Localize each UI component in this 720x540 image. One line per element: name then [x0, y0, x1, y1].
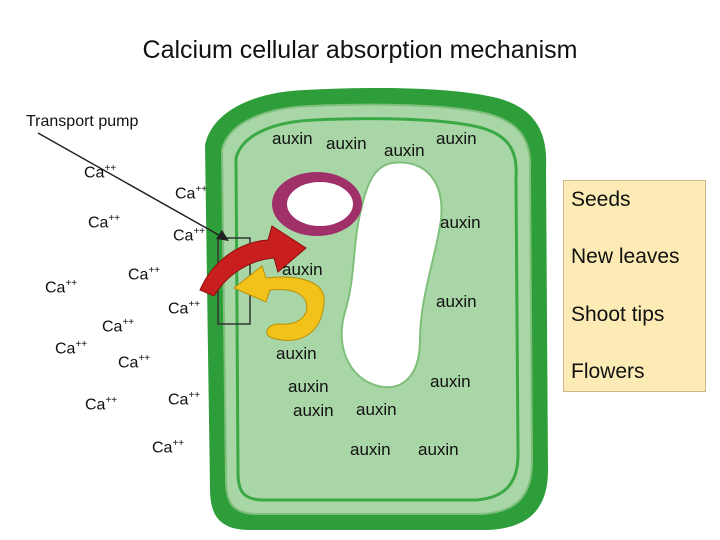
- page-title: Calcium cellular absorption mechanism: [142, 36, 578, 64]
- auxin-label: auxin: [384, 141, 425, 160]
- legend-item-flowers: Flowers: [571, 360, 645, 383]
- auxin-label: auxin: [326, 134, 367, 153]
- nucleolus: [287, 182, 353, 226]
- calcium-ion: Ca++: [84, 163, 117, 182]
- calcium-ion: Ca++: [118, 353, 151, 372]
- pump-pointer-line: [37, 132, 225, 239]
- auxin-label: auxin: [293, 401, 334, 420]
- auxin-label: auxin: [356, 400, 397, 419]
- auxin-label: auxin: [430, 372, 471, 391]
- calcium-ion: Ca++: [168, 390, 201, 409]
- red-curved-arrow-icon: [199, 225, 307, 297]
- auxin-label: auxin: [282, 260, 323, 279]
- auxin-label: auxin: [436, 292, 477, 311]
- legend-box: [563, 180, 706, 392]
- calcium-ion: Ca++: [85, 395, 118, 414]
- transport-pump-label: Transport pump: [26, 113, 139, 130]
- legend-item-shoot-tips: Shoot tips: [571, 303, 665, 326]
- auxin-label: auxin: [272, 129, 313, 148]
- calcium-ion: Ca++: [168, 299, 201, 318]
- calcium-ion: Ca++: [152, 438, 185, 457]
- calcium-ion: Ca++: [102, 317, 135, 336]
- calcium-ion: Ca++: [173, 226, 206, 245]
- legend-item-new-leaves: New leaves: [571, 245, 680, 268]
- calcium-ion: Ca++: [175, 184, 208, 203]
- calcium-ion: Ca++: [55, 339, 88, 358]
- vacuole: [340, 161, 443, 389]
- pump-pointer-head: [216, 230, 229, 241]
- auxin-label: auxin: [440, 213, 481, 232]
- auxin-label: auxin: [418, 440, 459, 459]
- auxin-label: auxin: [350, 440, 391, 459]
- legend-item-seeds: Seeds: [571, 188, 631, 211]
- auxin-label: auxin: [436, 129, 477, 148]
- calcium-ion: Ca++: [45, 278, 78, 297]
- calcium-ion: Ca++: [88, 213, 121, 232]
- auxin-label: auxin: [288, 377, 329, 396]
- auxin-label: auxin: [276, 344, 317, 363]
- calcium-ion: Ca++: [128, 265, 161, 284]
- yellow-curved-arrow-icon: [233, 265, 325, 341]
- inner-membrane: [234, 117, 520, 502]
